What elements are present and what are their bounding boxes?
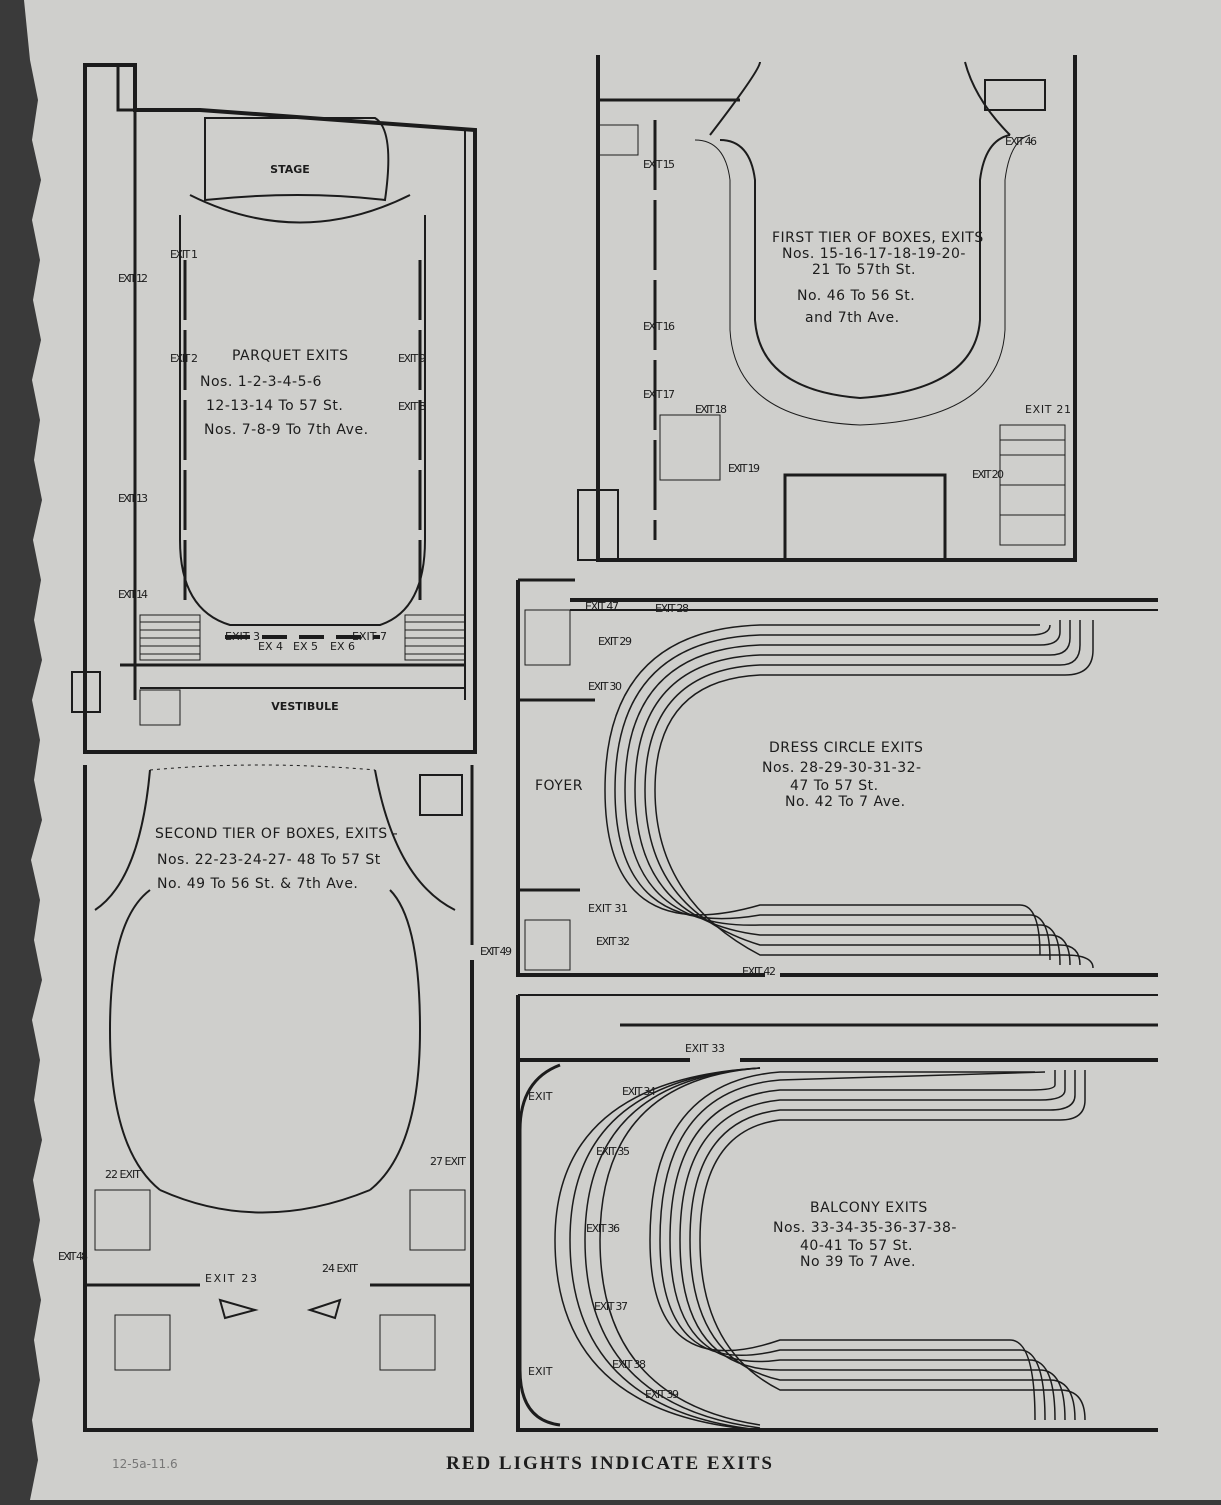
first-tier-line-4: and 7th Ave. <box>805 310 900 326</box>
exit-label: 22 EXIT <box>105 1168 141 1181</box>
exit-label: EXIT 12 <box>118 272 148 285</box>
exit-label: EXIT 17 <box>643 388 675 401</box>
exit-label: EXIT 13 <box>118 492 148 505</box>
exit-label: EXIT 33 <box>685 1042 725 1055</box>
exit-label: EX 6 <box>330 640 355 653</box>
balcony-line-1: Nos. 33-34-35-36-37-38- <box>773 1220 957 1236</box>
first-tier-title: FIRST TIER OF BOXES, EXITS <box>772 230 984 246</box>
exit-label: EXIT 38 <box>612 1358 646 1371</box>
second-tier-line-2: No. 49 To 56 St. & 7th Ave. <box>157 876 358 892</box>
exit-label: EXIT 18 <box>695 403 727 416</box>
exit-label: EXIT 36 <box>586 1222 620 1235</box>
exit-label: EXIT 2 <box>170 352 198 365</box>
exit-label: EXIT 29 <box>598 635 632 648</box>
balcony-title: BALCONY EXITS <box>810 1200 928 1216</box>
exit-label: 24 EXIT <box>322 1262 358 1275</box>
exit-label: EXIT 32 <box>596 935 630 948</box>
exit-label: EX 5 <box>293 640 318 653</box>
stage-label: STAGE <box>270 163 310 176</box>
exit-label: 27 EXIT <box>430 1155 466 1168</box>
parquet-line-1: Nos. 1-2-3-4-5-6 <box>200 374 322 390</box>
parquet-plan <box>71 63 477 754</box>
exit-label: EXIT 16 <box>643 320 675 333</box>
exit-label: EXIT 15 <box>643 158 675 171</box>
exit-label: EXIT 8 <box>398 400 426 413</box>
balcony-labels: BALCONY EXITS Nos. 33-34-35-36-37-38- 40… <box>528 1042 957 1401</box>
second-tier-labels: SECOND TIER OF BOXES, EXITS - Nos. 22-23… <box>58 826 512 1285</box>
balcony-line-3: No 39 To 7 Ave. <box>800 1254 916 1270</box>
exit-label: EXIT 34 <box>622 1085 656 1098</box>
exit-label: EXIT 42 <box>742 965 776 978</box>
exit-label: EXIT 37 <box>594 1300 628 1313</box>
first-tier-line-2: 21 To 57th St. <box>812 262 916 278</box>
exit-label: EXIT 28 <box>655 602 689 615</box>
exit-label: EXIT 21 <box>1025 403 1071 416</box>
dress-circle-labels: DRESS CIRCLE EXITS Nos. 28-29-30-31-32- … <box>535 600 923 978</box>
first-tier-line-3: No. 46 To 56 St. <box>797 288 915 304</box>
footer-caption: RED LIGHTS INDICATE EXITS <box>446 1453 774 1474</box>
exit-label: EXIT 39 <box>645 1388 679 1401</box>
exit-label: EXIT 47 <box>585 600 619 613</box>
exit-label: EXIT 1 <box>170 248 198 261</box>
balcony-plan <box>516 994 1158 1432</box>
exit-label: EXIT 48 <box>58 1250 88 1263</box>
parquet-line-3: Nos. 7-8-9 To 7th Ave. <box>204 422 369 438</box>
dress-circle-line-1: Nos. 28-29-30-31-32- <box>762 760 922 776</box>
exit-label: EXIT 49 <box>480 945 512 958</box>
dress-circle-line-3: No. 42 To 7 Ave. <box>785 794 906 810</box>
paper-sheet <box>24 0 1221 1500</box>
first-tier-plan <box>577 55 1077 562</box>
parquet-labels: STAGE VESTIBULE PARQUET EXITS Nos. 1-2-3… <box>118 163 426 713</box>
exit-label: EXIT <box>528 1090 553 1103</box>
parquet-title: PARQUET EXITS <box>232 348 348 364</box>
second-tier-title: SECOND TIER OF BOXES, EXITS - <box>155 826 398 842</box>
exit-label: EXIT <box>528 1365 553 1378</box>
exit-label: EXIT 9 <box>398 352 426 365</box>
exit-label: EXIT 31 <box>588 902 628 915</box>
foyer-label: FOYER <box>535 778 583 794</box>
exit-label: EXIT 46 <box>1005 135 1037 148</box>
first-tier-labels: FIRST TIER OF BOXES, EXITS Nos. 15-16-17… <box>643 135 1071 481</box>
exit-label: EXIT 7 <box>352 630 387 643</box>
exit-label: EXIT 23 <box>205 1272 257 1285</box>
exit-label: EXIT 30 <box>588 680 622 693</box>
parquet-line-2: 12-13-14 To 57 St. <box>206 398 343 414</box>
first-tier-line-1: Nos. 15-16-17-18-19-20- <box>782 246 966 262</box>
second-tier-plan <box>83 764 474 1432</box>
exit-label: EXIT 3 <box>225 630 260 643</box>
dress-circle-line-2: 47 To 57 St. <box>790 778 879 794</box>
exit-label: EXIT 35 <box>596 1145 630 1158</box>
exit-label: EXIT 20 <box>972 468 1004 481</box>
pencil-note: 12-5a-11.6 <box>112 1457 178 1471</box>
dress-circle-title: DRESS CIRCLE EXITS <box>769 740 923 756</box>
balcony-line-2: 40-41 To 57 St. <box>800 1238 913 1254</box>
exit-label: EXIT 19 <box>728 462 760 475</box>
vestibule-label: VESTIBULE <box>271 700 338 713</box>
second-tier-line-1: Nos. 22-23-24-27- 48 To 57 St <box>157 852 381 868</box>
dress-circle-plan <box>516 578 1158 977</box>
exit-label: EXIT 14 <box>118 588 148 601</box>
exit-label: EX 4 <box>258 640 283 653</box>
